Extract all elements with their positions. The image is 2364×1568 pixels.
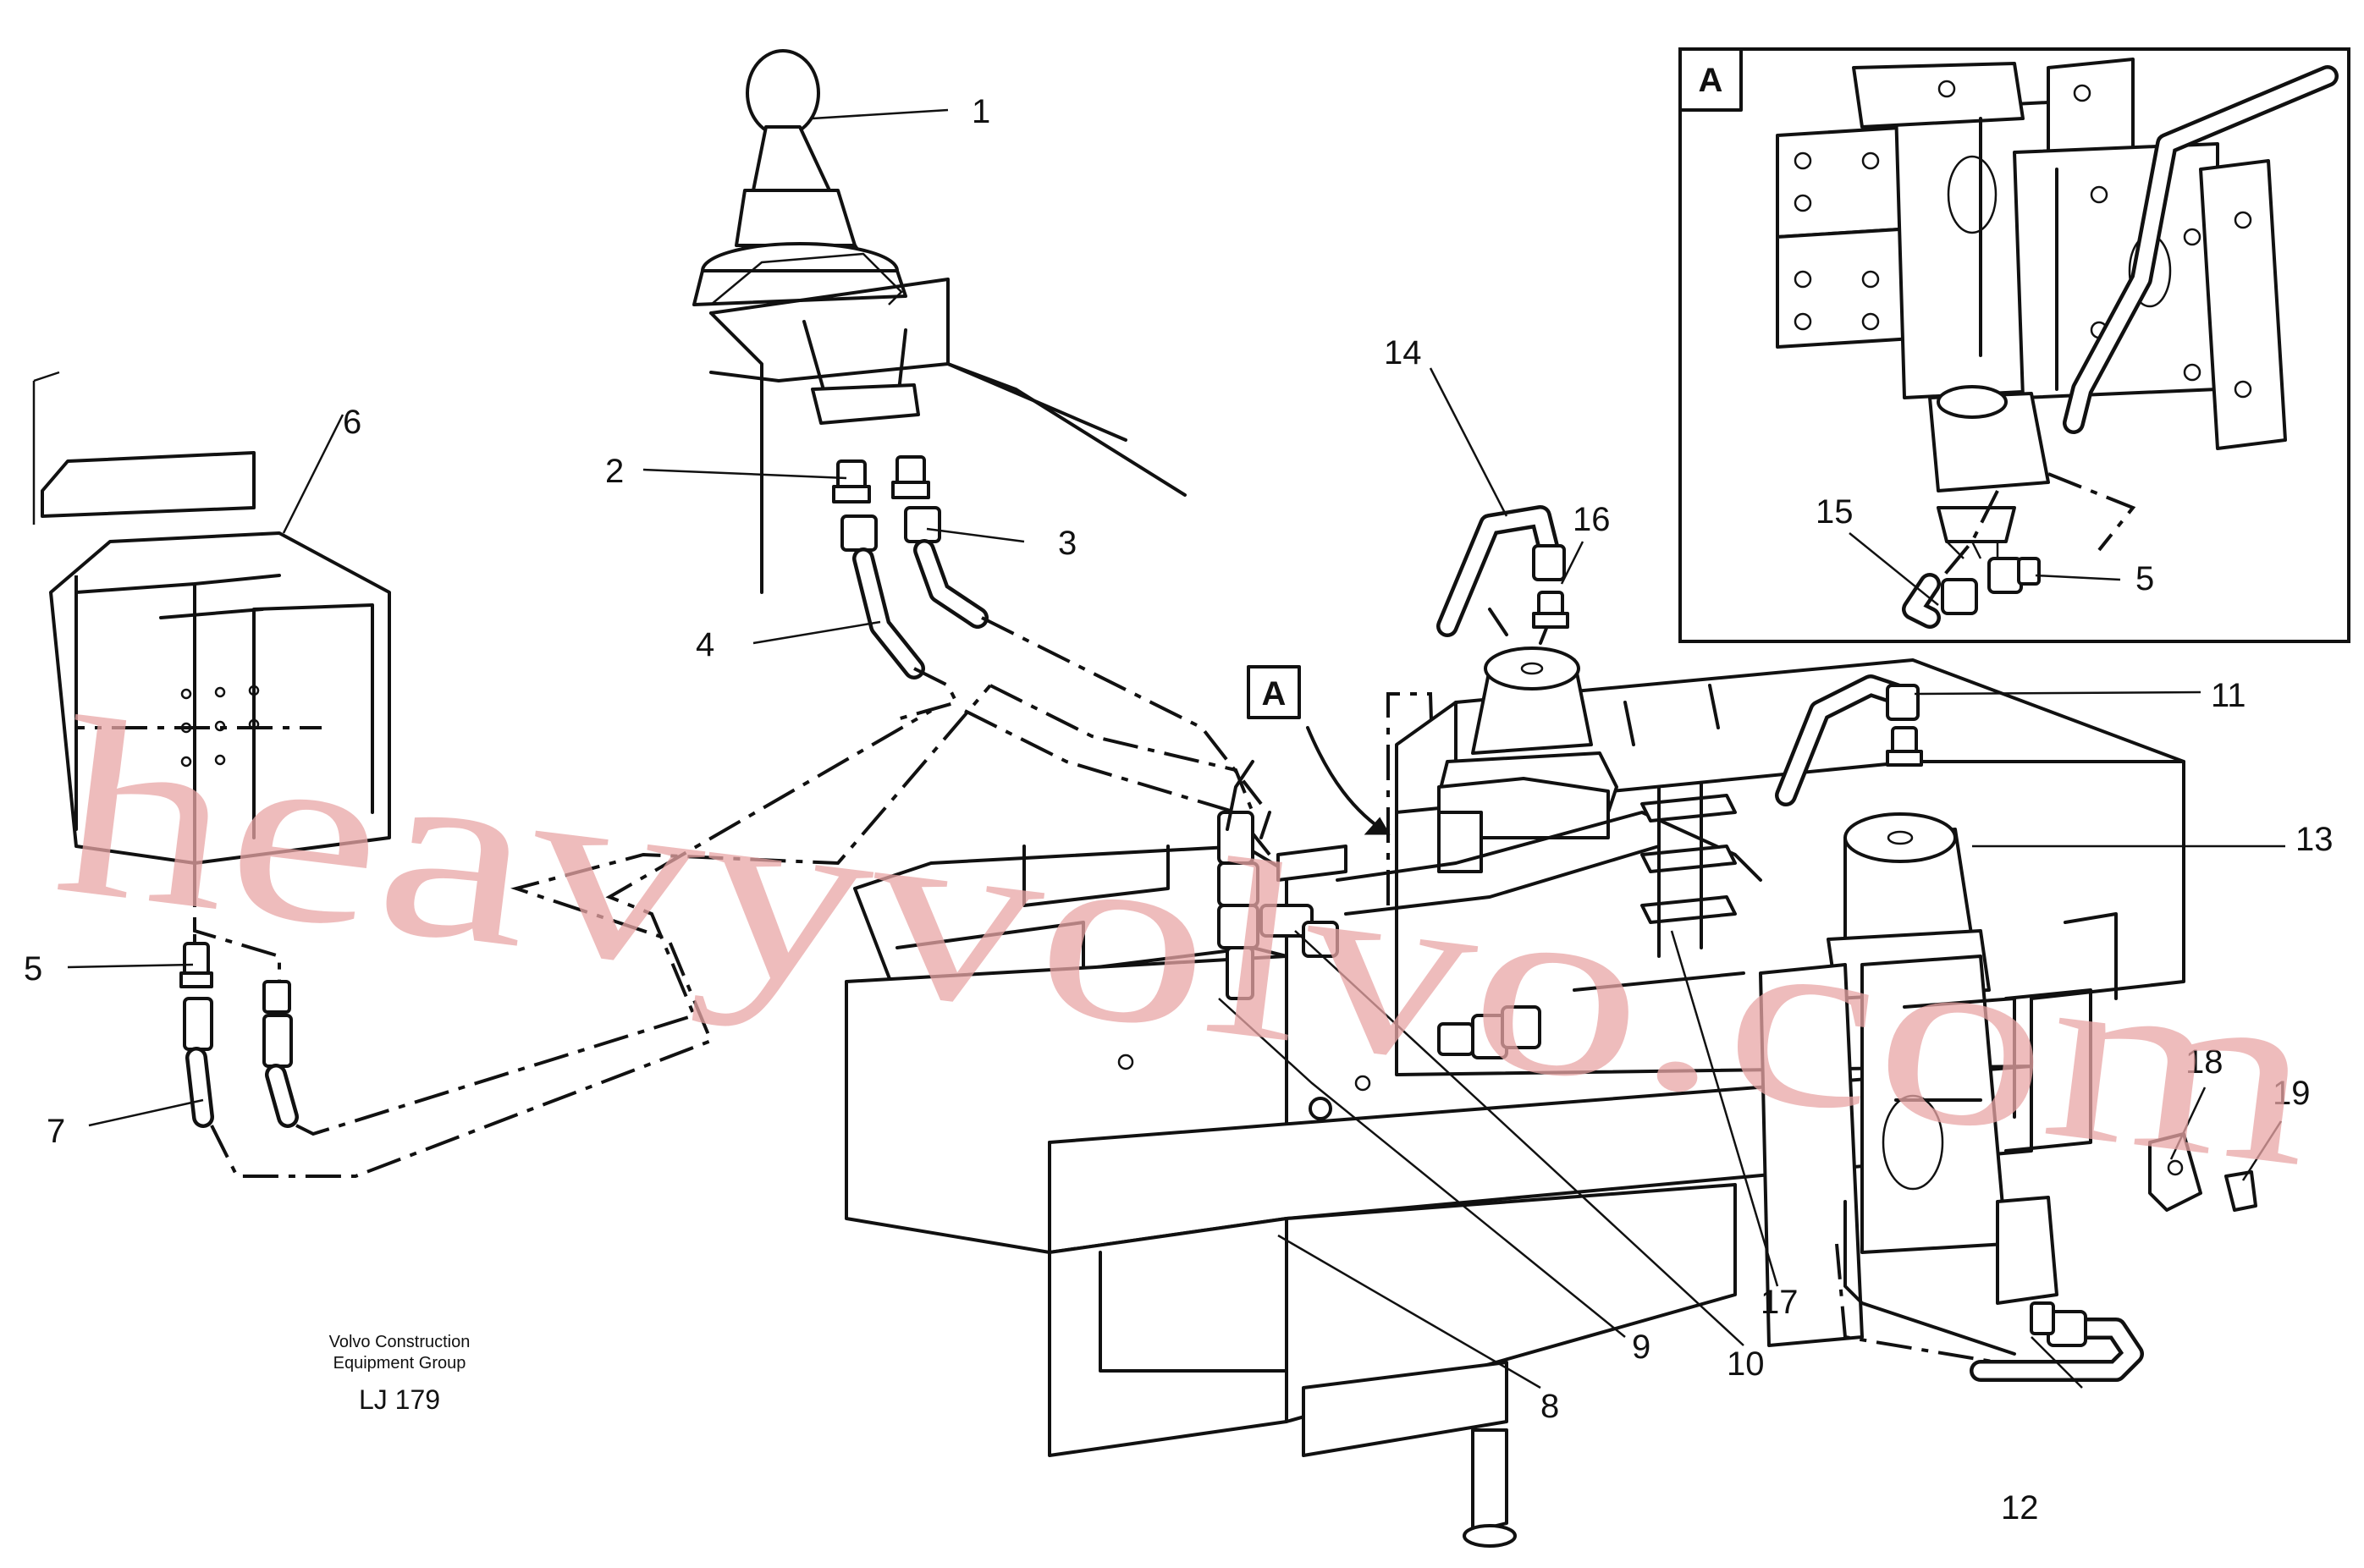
callout-11: 11 — [2211, 677, 2246, 714]
callout-leaders — [67, 108, 2285, 1389]
callout-3: 3 — [1058, 525, 1077, 562]
callout-5: 5 — [24, 950, 42, 988]
callout-5-inset: 5 — [2135, 560, 2154, 597]
callout-7: 7 — [47, 1113, 65, 1150]
callout-13: 13 — [2295, 821, 2334, 858]
callout-9: 9 — [1632, 1329, 1650, 1366]
callout-1: 1 — [972, 93, 990, 130]
callout-16: 16 — [1573, 501, 1611, 538]
credit-line-2: Equipment Group — [333, 1354, 466, 1373]
callout-17: 17 — [1761, 1284, 1799, 1321]
callout-19: 19 — [2273, 1075, 2311, 1112]
callout-6: 6 — [343, 404, 361, 441]
callout-15: 15 — [1816, 493, 1854, 531]
callout-10: 10 — [1727, 1345, 1765, 1383]
control-valve-block — [32, 371, 391, 1128]
joystick-fittings — [832, 455, 1263, 806]
callout-8: 8 — [1540, 1388, 1559, 1425]
drawing-code: LJ 179 — [359, 1384, 440, 1415]
detail-a-label: A — [1699, 62, 1723, 99]
manifold-fittings — [1217, 760, 1762, 1059]
inset-detail-a: A — [1678, 47, 2350, 643]
drawing-credit: Volvo Construction Equipment Group LJ 17… — [329, 1333, 471, 1415]
callout-numbers: 1 2 3 4 5 6 7 8 9 10 11 12 13 14 15 16 1… — [24, 93, 2334, 1527]
view-a-label: A — [1262, 675, 1287, 712]
credit-line-1: Volvo Construction — [329, 1333, 471, 1351]
view-arrow-a: A — [1247, 665, 1391, 835]
callout-2: 2 — [605, 453, 624, 490]
valve-bank-right — [1395, 599, 2257, 1347]
pipework — [1436, 505, 2144, 1382]
callout-18: 18 — [2185, 1043, 2223, 1081]
joystick-lever — [692, 49, 1187, 594]
callout-14: 14 — [1384, 334, 1422, 371]
callout-4: 4 — [696, 626, 714, 663]
callout-12: 12 — [2001, 1489, 2039, 1527]
